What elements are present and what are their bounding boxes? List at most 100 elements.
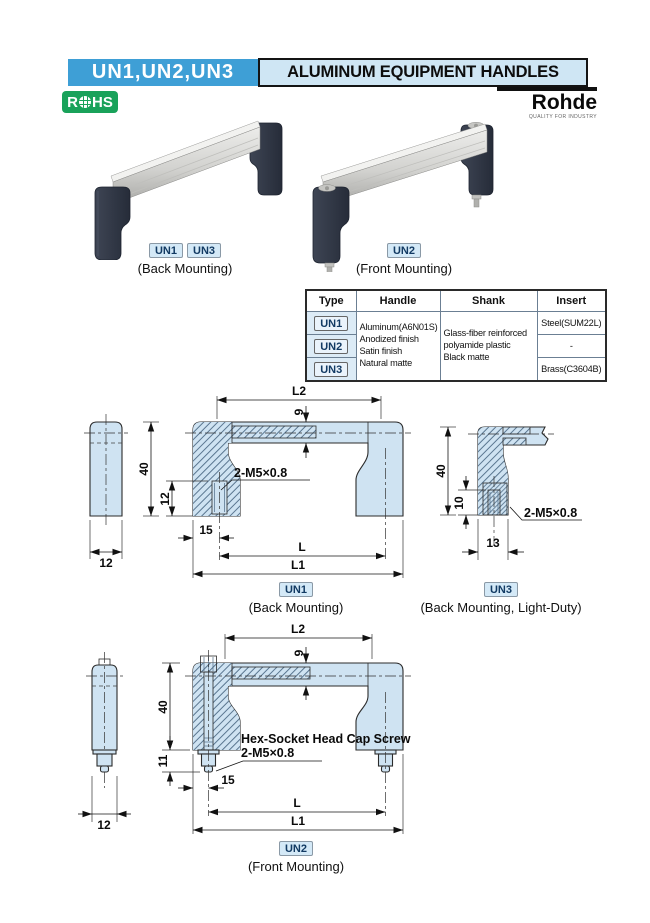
dim-side-width: 12: [99, 556, 113, 570]
photo-label-un2: UN2 (Front Mounting): [309, 241, 499, 276]
brand-tagline: QUALITY FOR INDUSTRY: [528, 114, 597, 120]
bar-extrusion-line: [325, 140, 486, 193]
shank-cell: Glass-fiber reinforced polyamide plastic…: [439, 311, 538, 382]
drawing-un3: 40 10 13 2-M5×0.8: [434, 426, 582, 560]
type-chip-un1: UN1: [314, 316, 349, 331]
type-chip-un2: UN2: [278, 841, 313, 856]
insert-cell-un3: Brass(C3604B): [536, 357, 607, 382]
handle-leg-left: [94, 186, 131, 260]
thread-callout: 2-M5×0.8: [234, 466, 287, 480]
dim-overall: L1: [291, 814, 305, 828]
bar-extrusion-line: [115, 144, 259, 200]
type-cell-un3: UN3: [305, 357, 357, 382]
dim-hole-span: L: [293, 796, 300, 810]
mounting-caption: (Front Mounting): [355, 261, 453, 276]
dim-height: 40: [156, 700, 170, 714]
dim-stud-length: 11: [156, 754, 170, 767]
shank-line: polyamide plastic: [443, 340, 511, 351]
dim-edge-to-hole: 15: [221, 773, 235, 787]
dim-edge-to-hole: 15: [199, 523, 213, 537]
handle-line: Anodized finish: [359, 334, 420, 345]
bar-stub-section: [502, 426, 531, 435]
drawing-label-un2: UN2 (Front Mounting): [216, 839, 376, 874]
handle-line: Natural matte: [359, 357, 413, 368]
type-cell-un1: UN1: [305, 311, 357, 335]
leader-line: [509, 506, 582, 521]
dim-bar-height: 9: [292, 408, 306, 415]
dim-hole-span: L: [298, 540, 305, 554]
bar-insert-section: [231, 666, 311, 680]
rohs-label-left: R: [67, 93, 78, 111]
bar-insert-section: [231, 425, 317, 439]
section-hatch: [193, 422, 240, 516]
col-header-insert: Insert: [536, 289, 607, 312]
dim-bar-height: 9: [292, 649, 306, 656]
drawing-un1: 12 40 L2 9 2-M5×0.8: [84, 384, 411, 578]
dim-overall: L1: [291, 558, 305, 572]
stud-nut: [96, 753, 113, 767]
dim-height: 40: [137, 462, 151, 476]
brass-insert-section: [482, 482, 508, 516]
screw-note-line2: 2-M5×0.8: [241, 746, 294, 760]
drawing-label-un1: UN1 (Back Mounting): [216, 580, 376, 615]
table-row: UN3 Brass(C3604B): [305, 357, 607, 382]
type-chip-un3: UN3: [314, 362, 349, 377]
brand-name: Rohde: [531, 91, 597, 114]
bar-stub-section: [502, 437, 527, 446]
dim-l2: L2: [291, 622, 305, 636]
stud-tip: [473, 198, 480, 208]
type-chip-un1: UN1: [278, 582, 313, 597]
dim-thread-depth: 12: [158, 492, 172, 506]
brand-rule: [497, 87, 597, 91]
type-chip-un2: UN2: [386, 243, 421, 258]
col-header-type: Type: [305, 289, 357, 312]
product-photo-un1-un3: [94, 120, 283, 260]
handle-line: Satin finish: [359, 346, 403, 356]
leader-line: [215, 760, 322, 772]
stud-tip: [326, 266, 333, 272]
dim-height: 40: [434, 464, 448, 478]
table-row: UN1 Aluminum(A6N01S) Anodized finish Sat…: [305, 311, 607, 382]
dim-side-width: 12: [97, 818, 111, 832]
bar-extrusion-line: [115, 137, 259, 193]
rohs-label-right: HS: [92, 93, 113, 111]
handle-leg-left: [312, 186, 350, 264]
handle-line: Aluminum(A6N01S): [359, 322, 438, 333]
drawing-un2: 12 L2 9: [78, 622, 411, 834]
brand-logo: Rohde QUALITY FOR INDUSTRY: [497, 87, 597, 120]
page-title: ALUMINUM EQUIPMENT HANDLES: [258, 58, 588, 87]
mounting-caption: (Front Mounting): [247, 859, 345, 874]
mounting-caption: (Back Mounting, Light-Duty): [420, 600, 582, 615]
shank-line: Glass-fiber reinforced: [443, 328, 528, 339]
type-chip-un2: UN2: [314, 339, 349, 354]
rohs-badge: R HS: [62, 91, 118, 113]
globe-icon: [79, 96, 91, 108]
type-chip-un3: UN3: [483, 582, 518, 597]
product-photo-un2: [312, 122, 494, 272]
dim-l2: L2: [292, 384, 306, 398]
bar-extrusion-line: [325, 147, 486, 200]
type-chip-un1: UN1: [148, 243, 183, 258]
hex-socket-icon: [325, 186, 329, 191]
col-header-handle: Handle: [355, 289, 441, 312]
shank-line: Black matte: [443, 351, 490, 362]
table-row: UN2 -: [305, 334, 607, 358]
stud-washer: [92, 749, 117, 755]
leader-line: [220, 479, 310, 491]
dim-thread-depth: 10: [452, 496, 466, 510]
spec-table: Type Handle Shank Insert UN1 Aluminum(A6…: [305, 289, 607, 382]
mounting-caption: (Back Mounting): [248, 600, 344, 615]
type-cell-un2: UN2: [305, 334, 357, 358]
type-chip-un3: UN3: [187, 243, 222, 258]
thread-callout: 2-M5×0.8: [524, 506, 577, 520]
spec-header-row: Type Handle Shank Insert: [305, 289, 607, 312]
insert-cell-un1: Steel(SUM22L): [536, 311, 607, 335]
stud-tip: [99, 765, 110, 773]
handle-cell: Aluminum(A6N01S) Anodized finish Satin f…: [355, 311, 441, 382]
dim-base-width: 13: [486, 536, 500, 550]
col-header-shank: Shank: [439, 289, 538, 312]
section-hatch: [193, 663, 240, 750]
